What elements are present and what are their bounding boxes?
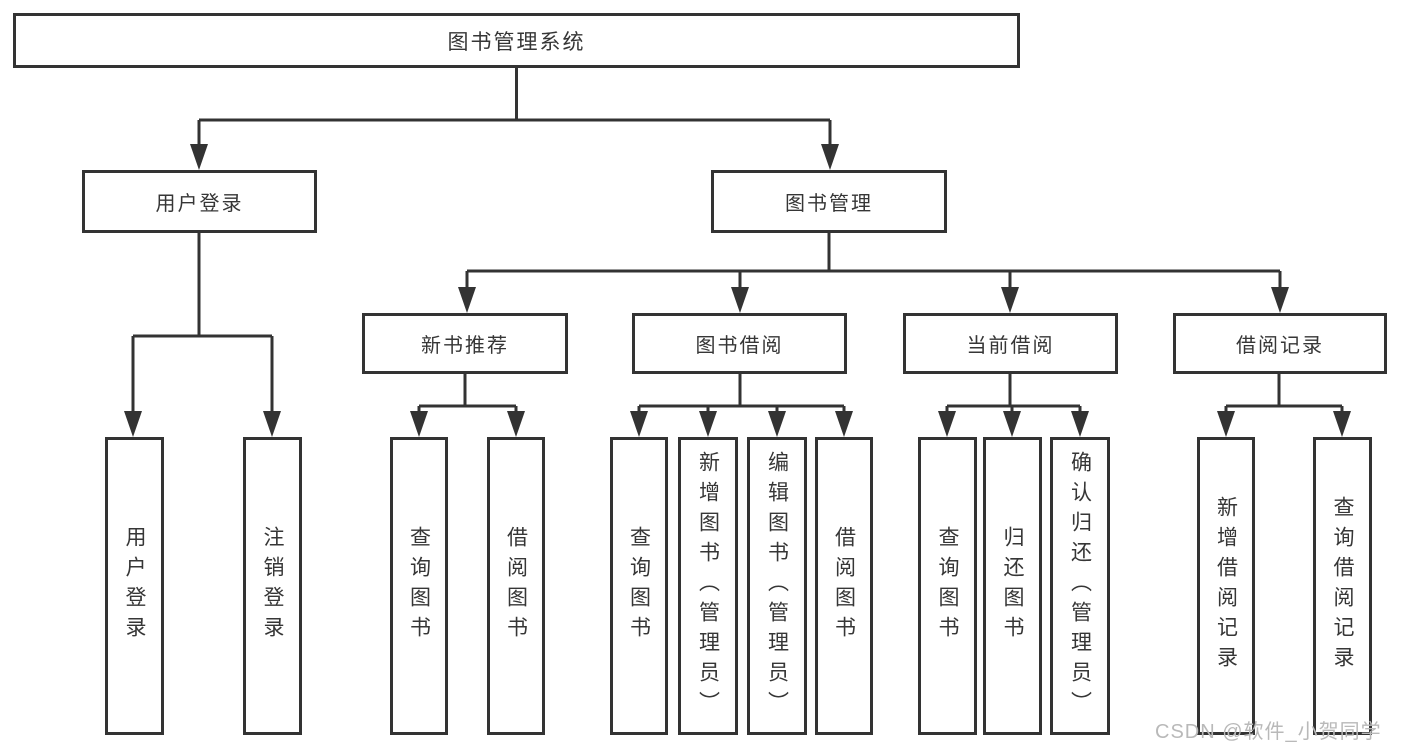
leaf-query-book-3: 查询图书 xyxy=(918,437,977,735)
node-borrow-record: 借阅记录 xyxy=(1173,313,1387,374)
arrowhead xyxy=(821,144,839,170)
leaf-query-book-1: 查询图书 xyxy=(390,437,448,735)
arrowhead xyxy=(124,411,142,437)
arrowhead xyxy=(938,411,956,437)
arrowhead xyxy=(1217,411,1235,437)
leaf-return-book: 归还图书 xyxy=(983,437,1042,735)
leaf-borrow-book-2: 借阅图书 xyxy=(815,437,873,735)
node-user-login: 用户登录 xyxy=(82,170,317,233)
arrowhead xyxy=(699,411,717,437)
arrowhead xyxy=(458,287,476,313)
arrowhead xyxy=(1001,287,1019,313)
arrowhead xyxy=(263,411,281,437)
arrowhead xyxy=(1003,411,1021,437)
leaf-borrow-book-1: 借阅图书 xyxy=(487,437,545,735)
node-current-borrow: 当前借阅 xyxy=(903,313,1118,374)
node-book-borrow: 图书借阅 xyxy=(632,313,847,374)
leaf-query-borrow-record: 查询借阅记录 xyxy=(1313,437,1372,735)
node-root: 图书管理系统 xyxy=(13,13,1020,68)
arrowhead xyxy=(768,411,786,437)
arrowhead xyxy=(731,287,749,313)
edge-bookmgmt-children xyxy=(465,232,1282,295)
arrowhead xyxy=(1271,287,1289,313)
edge-borrowrecord-children xyxy=(1224,373,1344,419)
edge-bookborrow-children xyxy=(637,373,846,419)
arrowhead xyxy=(835,411,853,437)
node-book-management: 图书管理 xyxy=(711,170,947,233)
leaf-edit-book-admin: 编辑图书（管理员） xyxy=(747,437,807,735)
arrowhead xyxy=(1071,411,1089,437)
arrowhead xyxy=(507,411,525,437)
leaf-user-login: 用户登录 xyxy=(105,437,164,735)
csdn-watermark: CSDN @软件_小贺同学 xyxy=(1155,721,1382,743)
leaf-add-borrow-record: 新增借阅记录 xyxy=(1197,437,1255,735)
edge-root-children xyxy=(197,68,832,152)
edge-userlogin-children xyxy=(131,232,274,419)
leaf-add-book-admin: 新增图书（管理员） xyxy=(678,437,738,735)
leaf-logout: 注销登录 xyxy=(243,437,302,735)
arrowhead xyxy=(410,411,428,437)
arrowhead xyxy=(190,144,208,170)
edge-newbookrec-children xyxy=(417,373,518,419)
leaf-confirm-return-admin: 确认归还（管理员） xyxy=(1050,437,1110,735)
arrowhead xyxy=(630,411,648,437)
arrowhead xyxy=(1333,411,1351,437)
node-new-book-recommend: 新书推荐 xyxy=(362,313,568,374)
leaf-query-book-2: 查询图书 xyxy=(610,437,668,735)
